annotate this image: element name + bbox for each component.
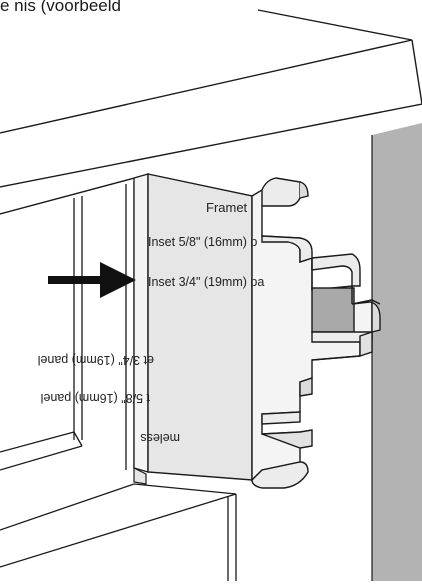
template-foot [133, 467, 147, 485]
bottom-shelf-front-line [0, 493, 237, 568]
label-inverted-3-4: et 3/4" (19mm) panel [38, 353, 154, 367]
template-tab-edge [311, 258, 381, 361]
lower-rail-line [0, 445, 83, 471]
shelf-top-front-line [0, 103, 422, 188]
template-edge [133, 173, 149, 473]
corner-edge-line [411, 39, 422, 105]
label-frame: Framet [206, 200, 248, 215]
bottom-shelf-inner-line [133, 483, 237, 495]
shelf-top-back-line [0, 39, 413, 134]
shelf-under-line [0, 175, 143, 215]
lower-rail-corner [73, 431, 83, 447]
template-tabs [251, 177, 381, 489]
caption-text: e nis (voorbeeld [0, 0, 121, 15]
bottom-shelf-line [0, 483, 135, 531]
cabinet-outline [0, 9, 422, 215]
template-printed-text: Framet Inset 5/8" (16mm) p Inset 3/4" (1… [38, 200, 265, 445]
side-wall-panel [372, 123, 422, 581]
label-inset-5-8: Inset 5/8" (16mm) p [148, 235, 257, 249]
label-inset-3-4: Inset 3/4" (19mm) pa [148, 275, 264, 289]
arrow-right-icon [48, 262, 136, 298]
label-frameless: meless [140, 431, 180, 445]
template-notch-shadow [311, 287, 355, 333]
top-edge-line [257, 9, 413, 41]
lower-rail-line [0, 431, 75, 453]
label-inverted-5-8: t 5/8" (16mm) panel [41, 391, 150, 405]
